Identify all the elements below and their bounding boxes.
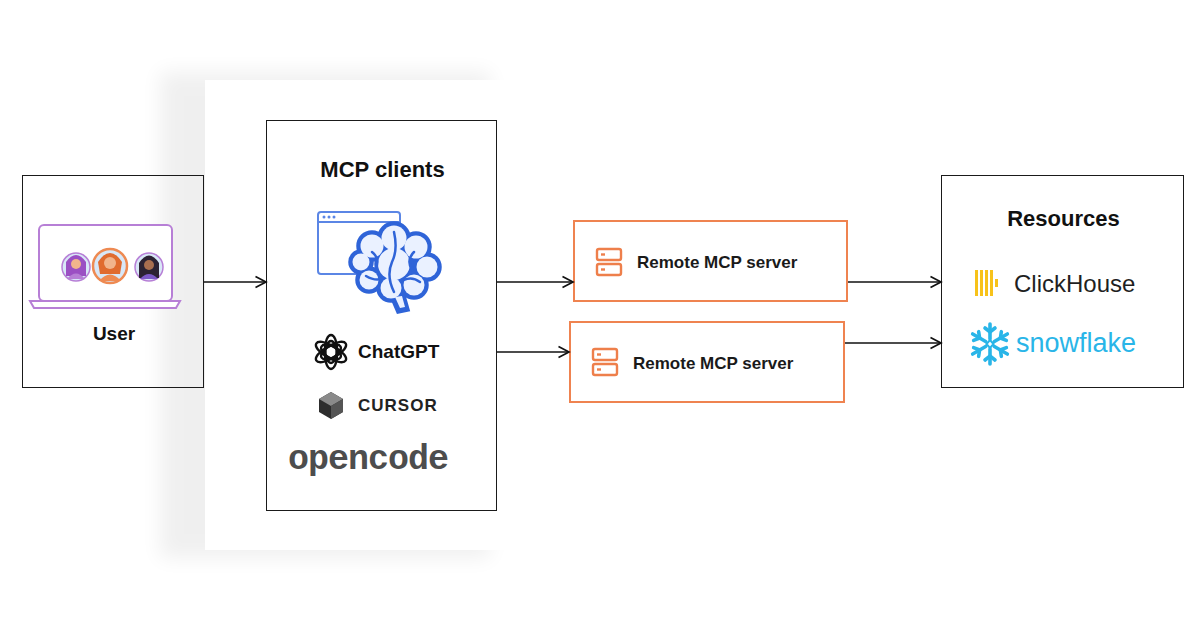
laptop-illustration — [30, 225, 180, 308]
ai-brain-illustration — [318, 212, 440, 312]
flow-arrow — [497, 281, 573, 283]
browser-dot — [328, 216, 331, 219]
clickhouse-logo — [975, 270, 998, 296]
browser-window — [318, 212, 400, 274]
server-icon — [597, 249, 621, 275]
cube-side — [331, 399, 343, 419]
group-title: Resources — [942, 206, 1185, 231]
avatar-hair — [98, 253, 122, 274]
node-label: Remote MCP server — [633, 354, 793, 374]
client-group-box: MCP clientsChatGPT CURSOR opencode — [266, 120, 497, 511]
user-box: User — [22, 175, 204, 388]
flow-arrow — [848, 281, 941, 283]
brain-outline — [350, 223, 440, 312]
brain-fill — [353, 226, 438, 309]
resource-name: snowflake — [1016, 328, 1136, 359]
avatar-bg — [93, 249, 127, 283]
avatar-head — [104, 257, 116, 269]
avatar-head — [144, 260, 154, 270]
server-box: Remote MCP server — [573, 220, 848, 302]
avatar-body — [67, 274, 85, 280]
flow-arrow — [497, 351, 569, 353]
server-box: Remote MCP server — [569, 321, 845, 403]
avatar — [93, 249, 127, 283]
resource-group-box: ResourcesClickHouse snowflake — [941, 175, 1184, 388]
avatar-body — [140, 274, 158, 279]
node-label: User — [23, 323, 205, 345]
cursor-logo — [319, 392, 343, 419]
cube-body — [319, 392, 343, 419]
brain-folds — [366, 232, 420, 292]
cube-top — [319, 392, 343, 406]
laptop-screen — [39, 225, 172, 301]
flow-arrow — [845, 342, 941, 344]
panel-shadow — [160, 72, 490, 558]
resource-name: ClickHouse — [1014, 270, 1135, 298]
avatar — [62, 253, 90, 281]
client-name: opencode — [288, 440, 448, 480]
panel-backdrop — [205, 80, 505, 550]
browser-dot — [333, 216, 336, 219]
avatar-bg — [135, 253, 163, 281]
group-title: MCP clients — [267, 157, 498, 182]
avatar-head — [71, 259, 81, 269]
flow-arrow — [204, 281, 266, 283]
node-label: Remote MCP server — [637, 253, 797, 273]
browser-dot — [323, 216, 326, 219]
laptop-base — [30, 301, 180, 308]
avatar-bg — [62, 253, 90, 281]
snowflake-logo — [970, 324, 1010, 364]
client-name: ChatGPT — [358, 341, 439, 363]
avatar — [135, 253, 163, 281]
client-name: CURSOR — [358, 396, 438, 416]
chatgpt-logo — [313, 335, 348, 369]
avatar-hair — [66, 255, 86, 276]
browser-bar — [318, 221, 400, 223]
avatar-body — [99, 275, 121, 282]
server-icon — [593, 349, 617, 375]
avatar-hair — [139, 256, 159, 279]
